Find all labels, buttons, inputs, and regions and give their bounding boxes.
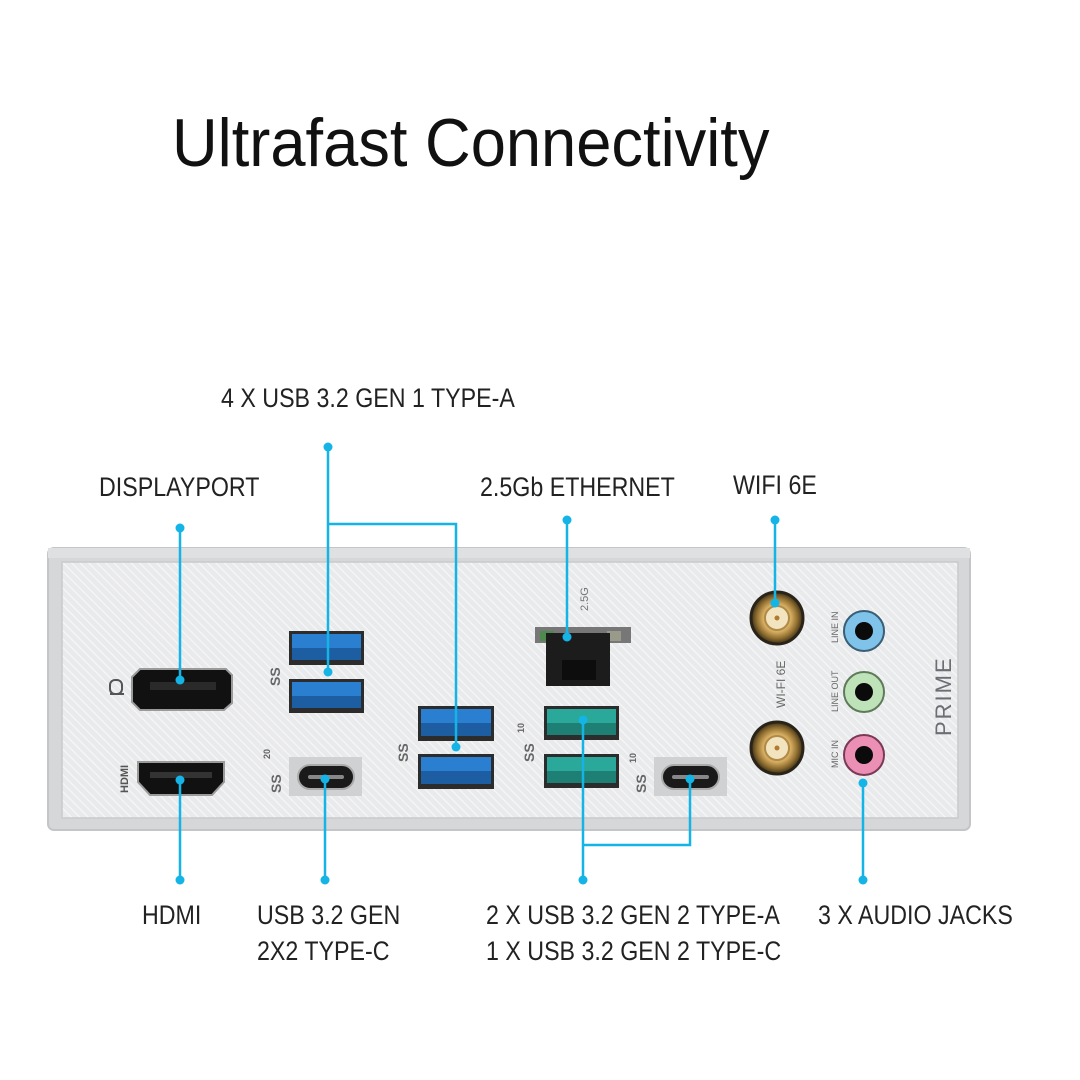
line-in-label: LINE IN	[830, 611, 840, 643]
callout-dot-usb-gen2-c-start	[685, 774, 695, 784]
ethernet-port: 2.5G	[535, 587, 631, 686]
callout-dot-usb-gen2x2	[320, 875, 330, 885]
callout-label-wifi: WIFI 6E	[733, 470, 817, 500]
callout-dot-ethernet-end	[562, 632, 572, 642]
callout-dot-audio-start	[858, 778, 868, 788]
callout-dot-displayport-end	[175, 675, 185, 685]
callout-dot-hdmi-start	[175, 775, 185, 785]
callout-dot-wifi	[770, 515, 780, 525]
callout-dot-hdmi	[175, 875, 185, 885]
callout-dots	[175, 442, 868, 885]
callout-label-usb-gen1: 4 X USB 3.2 GEN 1 TYPE-A	[221, 383, 515, 413]
ss-20-badge: 20	[262, 749, 272, 759]
ss-usb-icon: SS	[395, 743, 411, 762]
callout-label-displayport: DISPLAYPORT	[99, 472, 260, 502]
wifi-port-label: WI-FI 6E	[774, 661, 788, 708]
page-title: Ultrafast Connectivity	[172, 105, 770, 181]
hdmi-port-label: HDMI	[119, 765, 131, 793]
usb-c-gen2-port: SS 10	[628, 753, 727, 796]
usb-gen1-port-group-left: SS	[267, 631, 364, 713]
callout-label-hdmi: HDMI	[142, 900, 202, 930]
prime-brand-logo: PRIME	[931, 656, 956, 736]
ethernet-speed-label: 2.5G	[579, 587, 591, 611]
callout-dot-wifi-end	[770, 598, 780, 608]
usb-gen2-port-group: SS 10	[516, 706, 619, 788]
ss-10-badge: 10	[516, 723, 526, 733]
callout-line-usb-gen1-b	[328, 522, 458, 747]
callout-dot-usb-gen2x2-start	[320, 774, 330, 784]
callout-dot-usb-gen1-b-end	[451, 742, 461, 752]
callout-dot-usb-gen2-start	[578, 715, 588, 725]
callout-lines	[178, 447, 865, 880]
callout-dot-ethernet	[562, 515, 572, 525]
displayport-port	[109, 668, 233, 711]
ss-10-badge: 10	[628, 753, 638, 763]
wifi-antenna-connectors: WI-FI 6E	[749, 590, 805, 776]
line-out-label: LINE OUT	[830, 670, 840, 712]
callout-dot-displayport	[175, 523, 185, 533]
usb-gen1-port-group-middle: SS	[395, 706, 494, 789]
audio-jacks: LINE IN LINE OUT MIC IN	[830, 610, 885, 776]
mic-in-label: MIC IN	[830, 740, 840, 768]
callout-label-usb-gen2-line1: 2 X USB 3.2 GEN 2 TYPE-A	[486, 900, 780, 930]
callout-line-usb-gen2-c	[583, 779, 692, 847]
callout-dot-usb-gen1-a-end	[323, 667, 333, 677]
callout-label-ethernet: 2.5Gb ETHERNET	[480, 472, 675, 502]
callout-label-usb-gen2x2-line1: USB 3.2 GEN	[257, 900, 401, 930]
callout-dot-usb-gen1-top	[323, 442, 333, 452]
ss-20-usb-icon: SS	[268, 774, 284, 793]
ss-10-usb-icon: SS	[633, 774, 649, 793]
displayport-icon	[109, 679, 124, 695]
ss-10-usb-icon: SS	[521, 743, 537, 762]
callout-dot-usb-gen2	[578, 875, 588, 885]
callout-label-usb-gen2x2-line2: 2X2 TYPE-C	[257, 936, 390, 966]
callout-label-usb-gen2-line2: 1 X USB 3.2 GEN 2 TYPE-C	[486, 936, 782, 966]
ss-usb-icon: SS	[267, 667, 283, 686]
callout-dot-audio	[858, 875, 868, 885]
callout-label-audio: 3 X AUDIO JACKS	[818, 900, 1013, 930]
